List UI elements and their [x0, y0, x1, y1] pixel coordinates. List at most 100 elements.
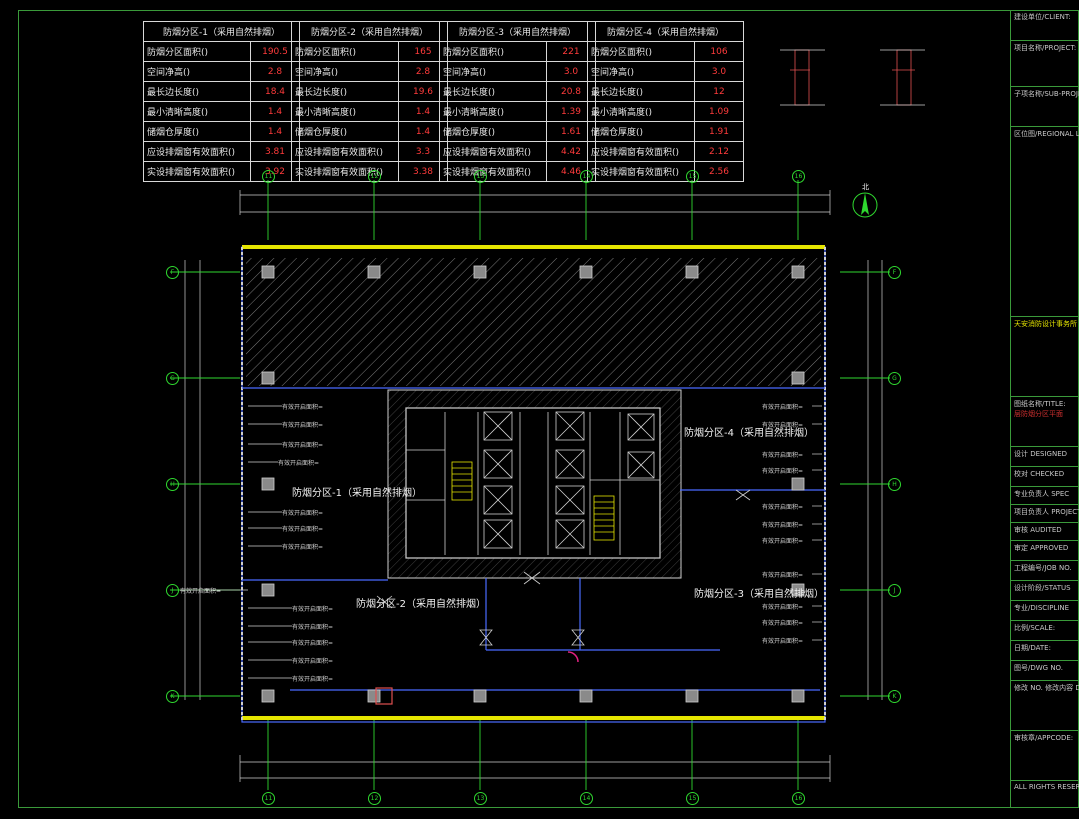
column-axis-bubble: 13	[474, 170, 487, 183]
fire-doors	[376, 489, 751, 646]
table-row: 最小清晰高度()1.39	[439, 101, 596, 122]
column-axis-bubble: 15	[686, 792, 699, 805]
table-row: 最小清晰高度()1.4	[291, 101, 448, 122]
core-partitions	[406, 412, 660, 555]
row-value: 3.38	[398, 161, 448, 182]
tb-dwg-no: 图号/DWG NO.	[1011, 660, 1079, 680]
structural-column	[261, 371, 275, 385]
window-area-note: 有效开启面积=	[762, 620, 804, 627]
structural-column	[791, 689, 805, 703]
structural-column	[367, 265, 381, 279]
table-row: 储烟仓厚度()1.4	[291, 121, 448, 142]
row-axis-bubble: F	[888, 266, 901, 279]
table-row: 最长边长度()12	[587, 81, 744, 102]
north-arrow	[852, 192, 878, 218]
tb-description: 修改内容 DESCRIPTION	[1045, 684, 1079, 692]
row-label: 实设排烟窗有效面积()	[143, 161, 251, 182]
table-row: 空间净高()2.8	[291, 61, 448, 82]
window-area-note: 有效开启面积=	[762, 538, 804, 545]
title-block: 建设单位/CLIENT: 项目名称/PROJECT: 子项名称/SUB-PROJ…	[1010, 10, 1079, 808]
zone-label-3: 防烟分区-3（采用自然排烟）	[694, 589, 824, 600]
window-area-note: 有效开启面积=	[292, 606, 334, 613]
structural-column	[791, 583, 805, 597]
row-axis-bubble: G	[888, 372, 901, 385]
hatched-zone-north	[246, 258, 821, 386]
window-area-note: 有效开启面积=	[282, 510, 324, 517]
structural-column	[367, 689, 381, 703]
window-area-note: 有效开启面积=	[762, 638, 804, 645]
table-row: 储烟仓厚度()1.4	[143, 121, 300, 142]
structural-columns	[261, 265, 805, 703]
tb-company: 天安消防设计事务所	[1011, 316, 1079, 396]
window-area-note: 有效开启面积=	[762, 468, 804, 475]
dimension-right	[867, 260, 883, 700]
dimension-top	[239, 190, 831, 215]
structural-column	[261, 583, 275, 597]
row-axis-bubble: J	[166, 584, 179, 597]
tb-revision: 修改 NO. 修改内容 DESCRIPTION	[1011, 680, 1079, 730]
section-detail-1	[780, 49, 825, 106]
window-area-note: 有效开启面积=	[762, 452, 804, 459]
row-axis-bubble: K	[166, 690, 179, 703]
window-area-note: 有效开启面积=	[762, 572, 804, 579]
window-area-note: 有效开启面积=	[282, 526, 324, 533]
table-row: 最长边长度()19.6	[291, 81, 448, 102]
window-area-note: 有效开启面积=	[292, 658, 334, 665]
elevator-bank	[483, 411, 655, 549]
tb-client: 建设单位/CLIENT:	[1014, 13, 1071, 21]
tb-drawing-title: 图纸名称/TITLE: 层防烟分区平面	[1011, 396, 1079, 446]
window-area-note: 有效开启面积=	[292, 676, 334, 683]
tb-subproject: 子项名称/SUB-PROJECT	[1011, 86, 1079, 126]
window-area-note: 有效开启面积=	[292, 640, 334, 647]
section-detail-2	[880, 49, 925, 106]
red-marker	[375, 687, 393, 705]
tb-location: 区位图/REGIONAL LOCA	[1011, 126, 1079, 316]
zone-label-1: 防烟分区-1（采用自然排烟）	[292, 488, 422, 499]
tb-project-chief: 项目负责人 PROJECT CHIEF	[1011, 504, 1079, 522]
row-axis-bubble: F	[166, 266, 179, 279]
window-area-note: 有效开启面积=	[282, 544, 324, 551]
table-row: 最长边长度()18.4	[143, 81, 300, 102]
column-axis-bubble: 14	[580, 170, 593, 183]
row-axis-bubble: K	[888, 690, 901, 703]
column-axis-bubble: 16	[792, 792, 805, 805]
structural-column	[473, 265, 487, 279]
structural-column	[261, 689, 275, 703]
zone-label-4: 防烟分区-4（采用自然排烟）	[684, 428, 814, 439]
table-row: 最长边长度()20.8	[439, 81, 596, 102]
column-axis-bubble: 14	[580, 792, 593, 805]
stair-1	[451, 461, 473, 501]
structural-column	[791, 265, 805, 279]
structural-column	[579, 265, 593, 279]
table-row: 防烟分区面积()165	[291, 41, 448, 62]
north-label: 北	[862, 183, 869, 191]
table-row: 空间净高()2.8	[143, 61, 300, 82]
structural-column	[685, 689, 699, 703]
table-row: 应设排烟窗有效面积()2.12	[587, 141, 744, 162]
row-axis-bubble: J	[888, 584, 901, 597]
tb-approved: 审定 APPROVED	[1011, 540, 1079, 560]
structural-column	[685, 265, 699, 279]
row-axis-bubble: H	[166, 478, 179, 491]
tb-drawing-title-label: 图纸名称/TITLE:	[1014, 400, 1066, 408]
tb-scale: 比例/SCALE:	[1011, 620, 1079, 640]
tb-specialist: 专业负责人 SPEC	[1011, 486, 1079, 504]
tb-approval: 审核章/APPCODE:	[1011, 730, 1079, 780]
row-axis-bubble: H	[888, 478, 901, 491]
tb-discipline: 专业/DISCIPLINE	[1011, 600, 1079, 620]
window-area-note: 有效开启面积=	[278, 460, 320, 467]
column-axis-bubble: 12	[368, 170, 381, 183]
tb-audit: 审核 AUDITED	[1011, 522, 1079, 540]
column-axis-bubble: 11	[262, 170, 275, 183]
window-area-note: 有效开启面积=	[762, 504, 804, 511]
stair-2	[593, 495, 615, 541]
structural-column	[791, 477, 805, 491]
window-area-note: 有效开启面积=	[292, 624, 334, 631]
window-area-note: 有效开启面积=	[180, 588, 222, 595]
table-row: 防烟分区面积()106	[587, 41, 744, 62]
window-area-note: 有效开启面积=	[762, 422, 804, 429]
tb-rev-no: 修改 NO.	[1014, 684, 1043, 692]
